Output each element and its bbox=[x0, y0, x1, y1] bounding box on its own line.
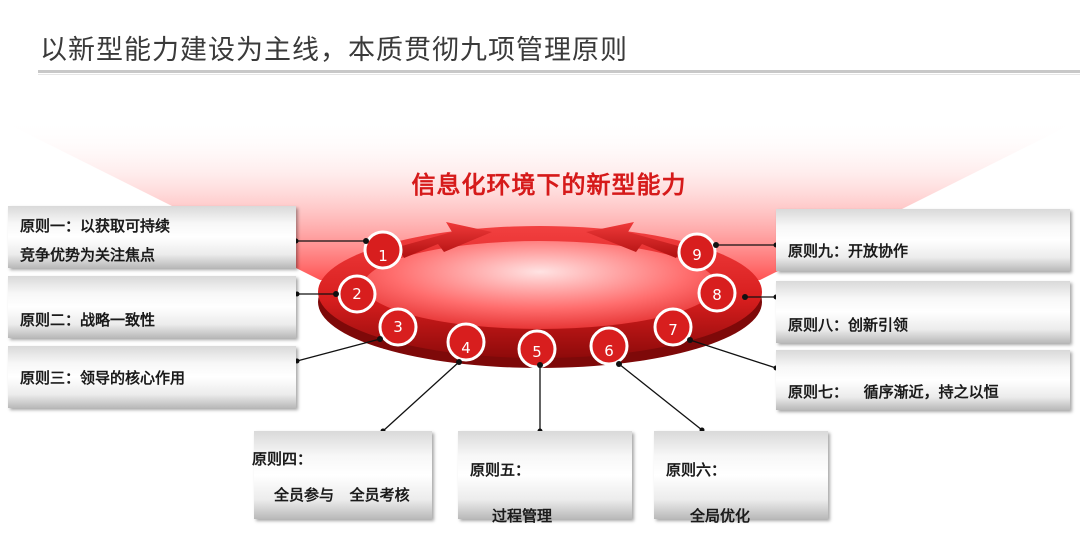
principle-6-line2: 全局优化 bbox=[690, 507, 751, 525]
principle-4-box: 原则四： 全员参与 全员考核 bbox=[252, 431, 432, 519]
principle-3-line1: 原则三：领导的核心作用 bbox=[20, 369, 186, 387]
node-number-4: 4 bbox=[461, 339, 471, 357]
node-circle-9 bbox=[677, 232, 717, 272]
node-circle-6 bbox=[589, 326, 629, 366]
node-circles bbox=[337, 230, 737, 369]
node-circle-4 bbox=[446, 322, 486, 362]
title-divider-shadow bbox=[38, 74, 1080, 75]
principle-7-line1: 原则七： 循序渐近，持之以恒 bbox=[788, 383, 999, 401]
left-arrowhead bbox=[398, 222, 492, 258]
page-title: 以新型能力建设为主线，本质贯彻九项管理原则 bbox=[40, 35, 628, 66]
node-number-2: 2 bbox=[352, 285, 362, 303]
node-circle-3 bbox=[378, 307, 418, 347]
principle-4-line1: 原则四： bbox=[252, 450, 313, 468]
principle-2-line1: 原则二：战略一致性 bbox=[20, 311, 156, 329]
principle-5-box: 原则五： 过程管理 bbox=[458, 431, 632, 525]
connector-6 bbox=[618, 363, 703, 431]
connector-lines bbox=[296, 240, 777, 432]
principle-8-box: 原则八：创新引领 bbox=[776, 281, 1070, 343]
principle-1-line1: 原则一：以获取可持续 bbox=[20, 217, 171, 235]
node-circle-7 bbox=[653, 307, 693, 347]
principle-7-box: 原则七： 循序渐近，持之以恒 bbox=[776, 350, 1070, 410]
principle-5-line1: 原则五： bbox=[470, 461, 531, 479]
connector-4 bbox=[382, 361, 460, 432]
principle-8-line1: 原则八：创新引领 bbox=[788, 316, 909, 334]
node-circle-1 bbox=[363, 230, 403, 270]
node-circle-5 bbox=[517, 329, 557, 369]
node-number-5: 5 bbox=[532, 343, 542, 361]
node-number-8: 8 bbox=[712, 286, 722, 304]
principle-6-line1: 原则六： bbox=[666, 461, 727, 479]
principle-4-line2: 全员参与 全员考核 bbox=[274, 486, 410, 504]
principle-9-box: 原则九：开放协作 bbox=[776, 209, 1070, 271]
principle-9-line1: 原则九：开放协作 bbox=[788, 242, 909, 260]
ring-inner bbox=[364, 241, 716, 329]
principle-6-box: 原则六： 全局优化 bbox=[654, 431, 828, 525]
title-divider bbox=[38, 70, 1080, 73]
node-number-9: 9 bbox=[692, 246, 702, 264]
principle-5-line2: 过程管理 bbox=[492, 507, 553, 525]
center-label: 信息化环境下的新型能力 bbox=[411, 171, 687, 199]
node-number-7: 7 bbox=[668, 321, 678, 339]
connector-3 bbox=[296, 338, 381, 362]
node-number-3: 3 bbox=[393, 318, 403, 336]
principle-2-box: 原则二：战略一致性 bbox=[8, 276, 296, 338]
connector-7 bbox=[689, 339, 777, 369]
node-circle-8 bbox=[697, 273, 737, 313]
principle-1-box: 原则一：以获取可持续 竞争优势为关注焦点 bbox=[8, 206, 296, 268]
right-arrowhead bbox=[586, 222, 682, 258]
node-number-1: 1 bbox=[378, 247, 388, 265]
principle-1-line2: 竞争优势为关注焦点 bbox=[20, 246, 156, 264]
node-number-6: 6 bbox=[604, 342, 614, 360]
principle-3-box: 原则三：领导的核心作用 bbox=[8, 346, 296, 408]
